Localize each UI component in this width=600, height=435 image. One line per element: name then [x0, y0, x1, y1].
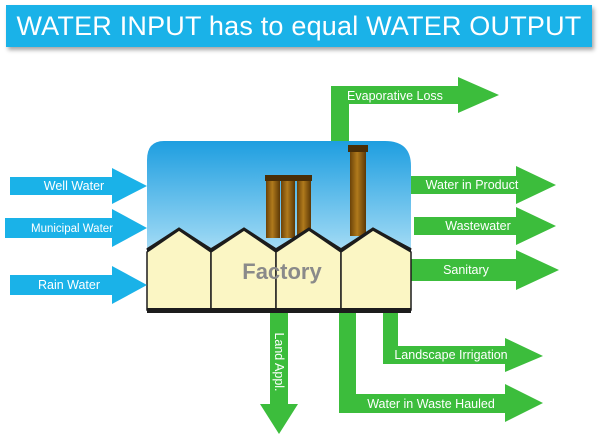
output-label-evaporative-loss: Evaporative Loss [347, 89, 443, 103]
factory-label: Factory [242, 259, 322, 284]
chimney [297, 178, 311, 238]
output-label-landscape-irrigation: Landscape Irrigation [394, 348, 507, 362]
output-label-water-in-waste-hauled: Water in Waste Hauled [367, 397, 495, 411]
water-in-product-arrow [410, 166, 556, 204]
landscape-irrigation-arrow [383, 312, 543, 372]
output-label-water-in-product: Water in Product [426, 178, 519, 192]
land-appl-arrow [260, 312, 298, 434]
factory: Factory [146, 141, 412, 313]
factory-ground [147, 308, 411, 313]
chimney-tall [350, 148, 366, 236]
evaporative-loss-arrow [331, 77, 499, 150]
chimney [266, 178, 280, 238]
wastewater-arrow [414, 207, 556, 245]
output-label-land-appl: Land Appl. [272, 332, 286, 391]
input-label-municipal-water: Municipal Water [31, 223, 113, 235]
chimney [281, 178, 295, 238]
output-label-wastewater: Wastewater [445, 219, 511, 233]
input-label-well-water: Well Water [44, 179, 104, 193]
output-label-sanitary: Sanitary [443, 263, 490, 277]
input-label-rain-water: Rain Water [38, 278, 100, 292]
sanitary-arrow [410, 250, 559, 290]
well-water-arrow [10, 168, 147, 204]
title-banner: WATER INPUT has to equal WATER OUTPUT [6, 5, 592, 47]
diagram-title: WATER INPUT has to equal WATER OUTPUT [16, 10, 582, 41]
municipal-water-arrow [5, 209, 147, 247]
rain-water-arrow [10, 266, 147, 304]
water-in-waste-hauled-arrow [339, 312, 543, 422]
